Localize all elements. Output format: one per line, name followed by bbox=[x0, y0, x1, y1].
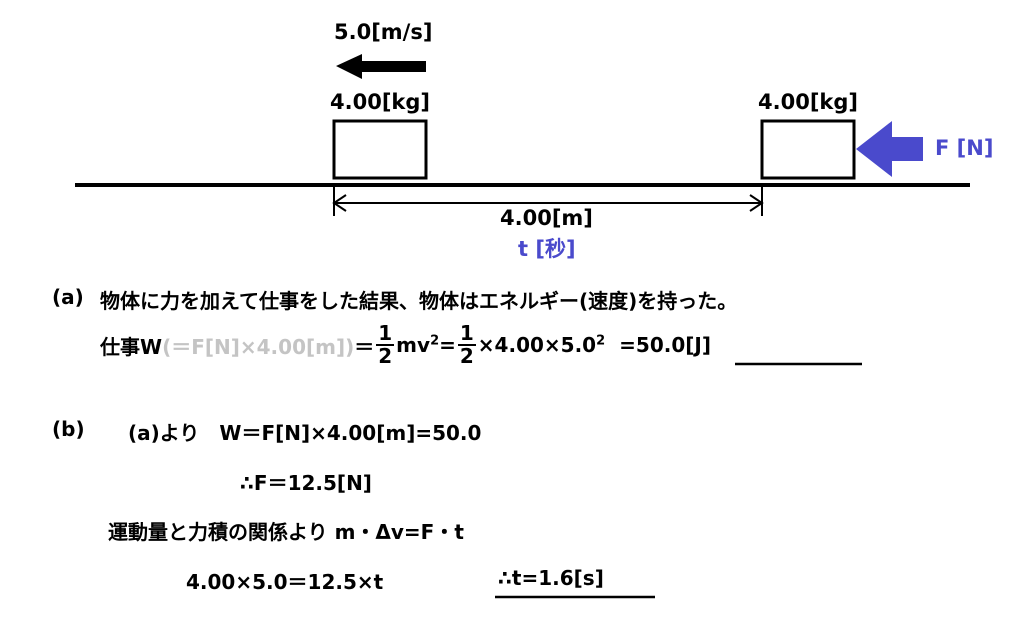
velocity-arrow bbox=[336, 54, 426, 79]
fraction2-denominator: 2 bbox=[459, 344, 474, 368]
fraction2-numerator: 1 bbox=[457, 321, 476, 346]
left-block bbox=[332, 119, 428, 180]
answer-a: =50.0[J] bbox=[619, 333, 711, 357]
mv-square: 2 bbox=[430, 333, 440, 349]
fraction-half: 1 2 bbox=[376, 321, 395, 368]
part-b-line3: 運動量と力積の関係より m・Δv=F・t bbox=[108, 520, 464, 544]
left-mass-label: 4.00[kg] bbox=[330, 90, 431, 114]
calc-text: ×4.00×5.0 bbox=[477, 333, 597, 357]
calc-term: ×4.00×5.02 bbox=[478, 333, 605, 357]
calc-square: 2 bbox=[596, 333, 606, 349]
part-a-marker: (a) bbox=[52, 285, 84, 309]
force-arrow bbox=[856, 121, 923, 177]
mv-term: mv2 bbox=[396, 333, 439, 357]
right-mass-label: 4.00[kg] bbox=[758, 90, 859, 114]
distance-label: 4.00[m] bbox=[500, 206, 593, 230]
part-b-line2: ∴F＝12.5[N] bbox=[240, 471, 372, 495]
right-block bbox=[760, 119, 856, 180]
work-label: 仕事W bbox=[100, 334, 163, 359]
fraction-half-2: 1 2 bbox=[457, 321, 476, 368]
force-label: F [N] bbox=[935, 136, 994, 160]
part-b-line1: (a)より W＝F[N]×4.00[m]=50.0 bbox=[128, 421, 482, 445]
velocity-label: 5.0[m/s] bbox=[334, 20, 433, 44]
fraction-denominator: 2 bbox=[378, 344, 393, 368]
work-equation: 仕事W (＝F[N]×4.00[m]) ＝ 1 2 mv2 = 1 2 ×4.0… bbox=[100, 323, 711, 367]
equals-sign: ＝ bbox=[354, 334, 375, 359]
part-b-marker: (b) bbox=[52, 417, 85, 441]
answer-b: ∴t=1.6[s] bbox=[498, 566, 604, 590]
work-note: (＝F[N]×4.00[m]) bbox=[162, 334, 355, 359]
distance-marker bbox=[332, 185, 764, 216]
mv-text: mv bbox=[396, 333, 431, 357]
part-b-line4: 4.00×5.0＝12.5×t bbox=[186, 570, 384, 594]
part-a-statement: 物体に力を加えて仕事をした結果、物体はエネルギー(速度)を持った。 bbox=[100, 289, 738, 313]
time-label: t [秒] bbox=[518, 237, 576, 261]
equals-sign-2: = bbox=[439, 333, 456, 357]
fraction-numerator: 1 bbox=[376, 321, 395, 346]
